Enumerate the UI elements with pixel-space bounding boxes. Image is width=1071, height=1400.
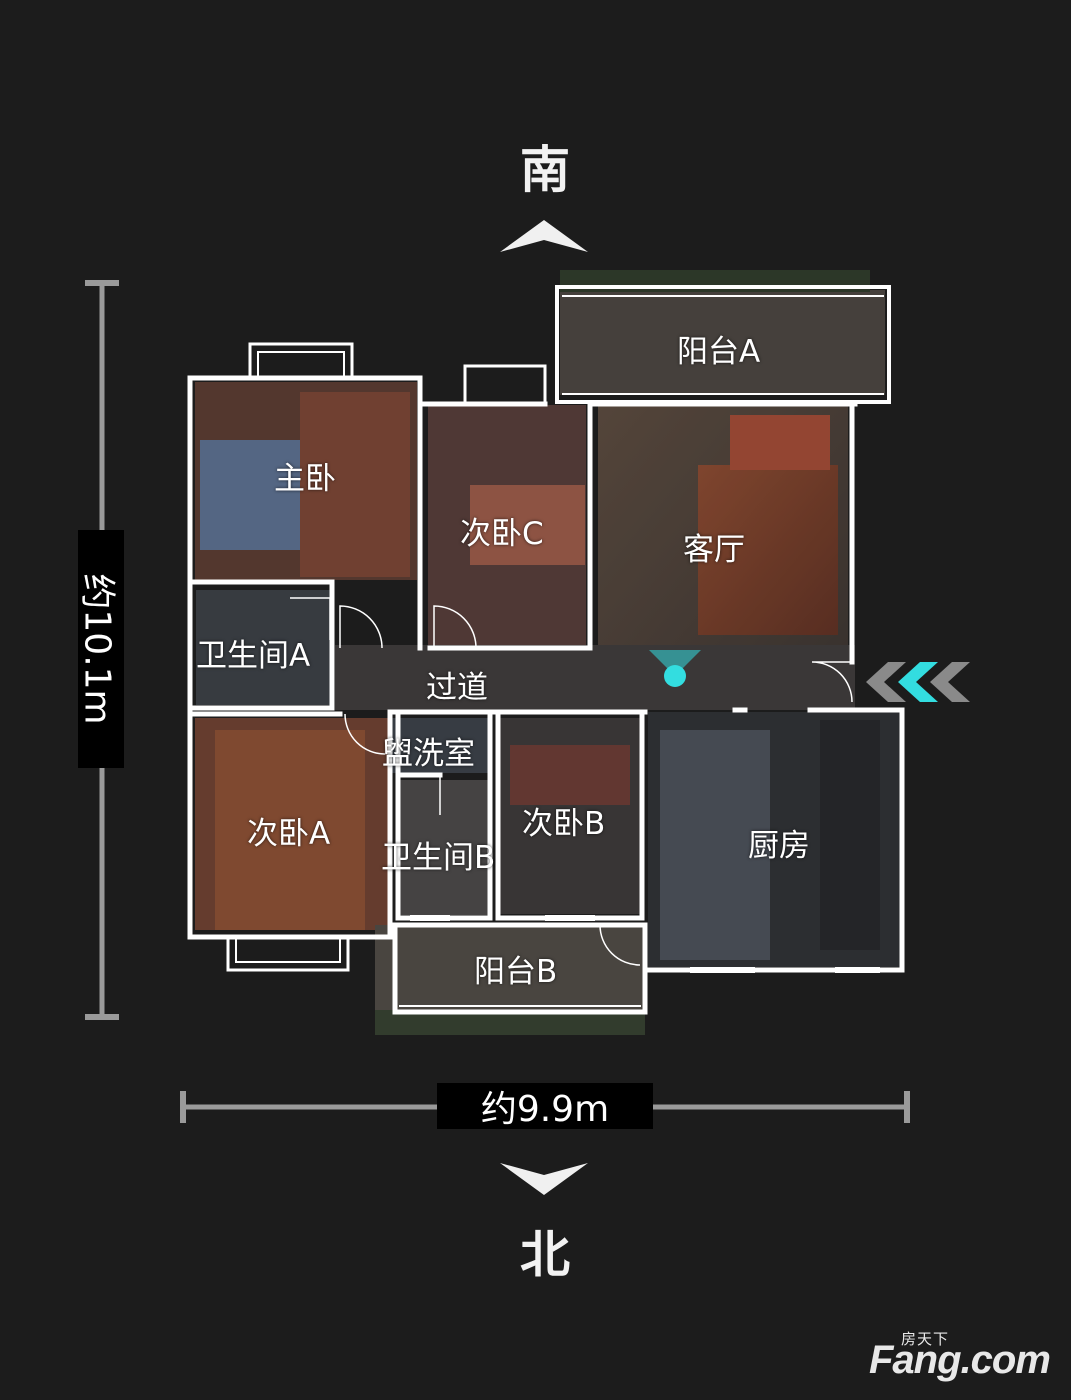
room-fills — [195, 270, 900, 1035]
room-label-balcony-a: 阳台A — [677, 334, 761, 370]
windows — [410, 915, 880, 973]
north-arrow-icon — [500, 1163, 588, 1197]
washroom-fill — [392, 718, 492, 773]
height-dimension-label: 约10.1m — [77, 530, 124, 768]
door-swings — [290, 597, 853, 966]
balcony-a-fill — [560, 290, 885, 395]
walls — [187, 285, 905, 1015]
room-label-living-room: 客厅 — [683, 532, 745, 568]
north-label: 北 — [520, 1226, 570, 1284]
room-label-washroom: 盥洗室 — [382, 736, 475, 772]
room-label-hallway: 过道 — [426, 670, 488, 706]
room-label-bedroom-c: 次卧C — [460, 516, 544, 552]
width-dimension-label: 约9.9m — [437, 1083, 653, 1130]
south-label: 南 — [520, 141, 570, 199]
room-label-kitchen: 厨房 — [748, 828, 810, 864]
entry-chevrons-icon[interactable] — [858, 660, 988, 708]
room-label-bathroom-b: 卫生间B — [381, 840, 496, 876]
position-marker-icon[interactable] — [645, 646, 705, 696]
south-arrow-icon — [500, 218, 588, 252]
hall-fill — [335, 645, 855, 710]
bathroom-b-fill — [400, 780, 488, 915]
room-label-master-bedroom: 主卧 — [274, 461, 336, 497]
bathroom-a-fill — [196, 590, 330, 705]
room-label-bedroom-b: 次卧B — [522, 806, 606, 842]
room-label-bedroom-a: 次卧A — [247, 816, 331, 852]
room-label-balcony-b: 阳台B — [474, 954, 558, 990]
room-label-bathroom-a: 卫生间A — [196, 638, 311, 674]
fang-logo: 房天下 Fang.com — [869, 1330, 1051, 1382]
